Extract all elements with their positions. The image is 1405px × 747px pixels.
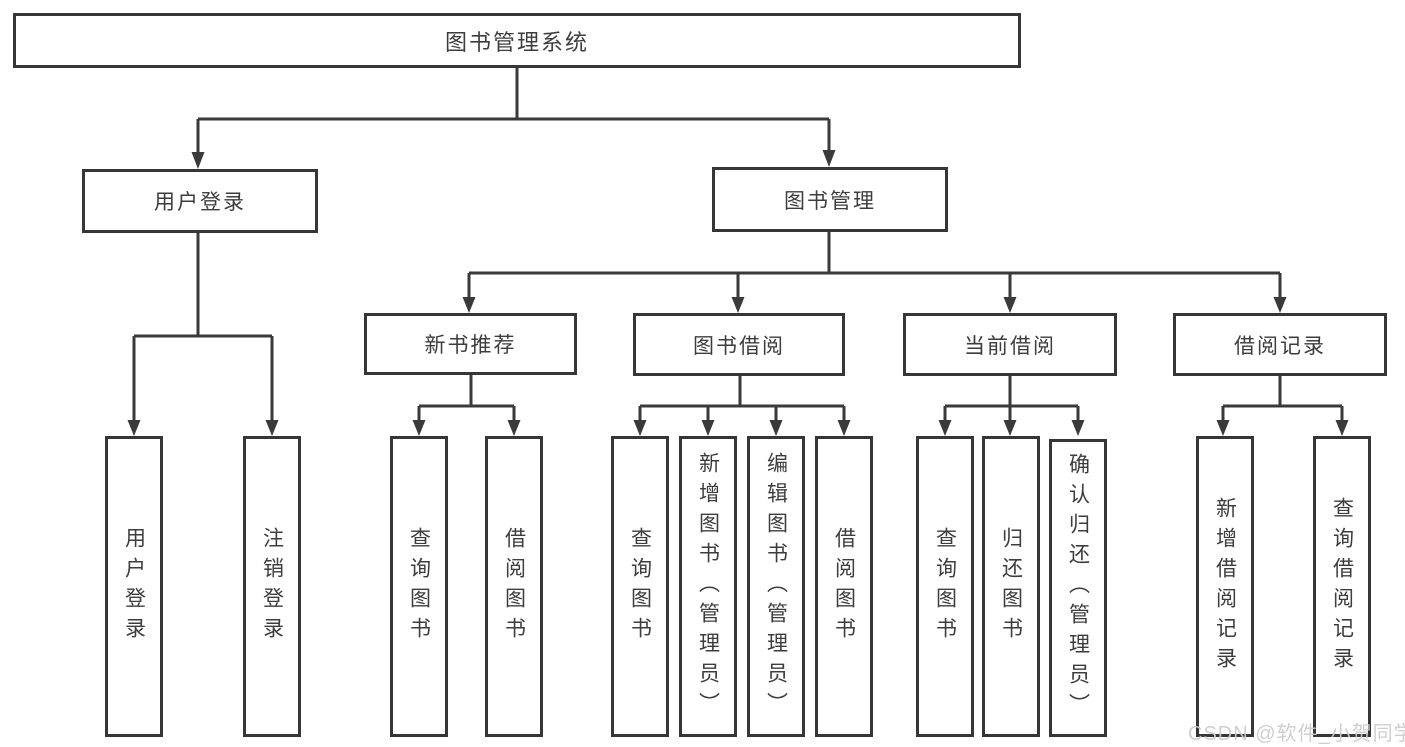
branch-recommend-to-leaves <box>412 375 521 436</box>
node-user-login-label: 用户登录 <box>154 191 246 214</box>
node-library-system: 图书管理系统 <box>13 13 1021 68</box>
leaf-user-login-label: 用户登录 <box>122 526 146 647</box>
node-new-book-recommend-label: 新书推荐 <box>424 334 517 357</box>
node-current-borrow: 当前借阅 <box>903 313 1117 376</box>
leaf-current-confirm-return-admin: 确认归还（管理员） <box>1049 439 1107 737</box>
leaf-logout: 注销登录 <box>243 436 301 737</box>
leaf-borrow-add-books-admin-label: 新增图书（管理员） <box>696 451 720 722</box>
leaf-borrow-query-books-label: 查询图书 <box>628 526 652 647</box>
leaf-records-query-record: 查询借阅记录 <box>1313 436 1371 737</box>
leaf-current-query-books-label: 查询图书 <box>933 526 957 647</box>
node-book-management: 图书管理 <box>712 167 948 232</box>
leaf-recommend-query-books: 查询图书 <box>390 436 448 737</box>
leaf-current-query-books: 查询图书 <box>916 436 974 737</box>
leaf-user-login: 用户登录 <box>105 436 163 737</box>
leaf-recommend-borrow-books: 借阅图书 <box>485 436 543 737</box>
leaf-borrow-edit-books-admin-label: 编辑图书（管理员） <box>764 451 788 722</box>
branch-current-to-leaves <box>938 375 1085 436</box>
node-book-management-label: 图书管理 <box>784 189 876 213</box>
leaf-borrow-borrow-books: 借阅图书 <box>815 436 873 737</box>
leaf-records-add-record: 新增借阅记录 <box>1196 436 1254 737</box>
branch-records-to-leaves <box>1216 375 1349 436</box>
node-new-book-recommend: 新书推荐 <box>364 313 577 375</box>
node-book-borrow: 图书借阅 <box>633 313 845 376</box>
leaf-logout-label: 注销登录 <box>260 526 284 647</box>
leaf-borrow-add-books-admin: 新增图书（管理员） <box>679 436 737 737</box>
leaf-current-return-books: 归还图书 <box>982 436 1040 737</box>
branch-user-login-to-leaves <box>127 233 279 436</box>
node-current-borrow-label: 当前借阅 <box>964 334 1056 358</box>
branch-borrow-to-leaves <box>633 375 851 436</box>
leaf-current-confirm-return-admin-label: 确认归还（管理员） <box>1066 453 1090 723</box>
node-library-system-label: 图书管理系统 <box>444 29 589 55</box>
leaf-borrow-query-books: 查询图书 <box>611 436 669 737</box>
node-book-borrow-label: 图书借阅 <box>693 334 785 358</box>
leaf-recommend-borrow-books-label: 借阅图书 <box>502 526 526 647</box>
branch-root-to-level2 <box>191 68 836 169</box>
leaf-borrow-borrow-books-label: 借阅图书 <box>832 526 856 647</box>
node-user-login: 用户登录 <box>82 169 318 233</box>
leaf-records-query-record-label: 查询借阅记录 <box>1330 496 1354 677</box>
branch-book-mgmt-to-level3 <box>462 232 1287 313</box>
leaf-borrow-edit-books-admin: 编辑图书（管理员） <box>747 436 805 737</box>
watermark: CSDN @软件_小贺同学 <box>1188 723 1405 745</box>
node-borrow-records: 借阅记录 <box>1173 313 1387 376</box>
node-borrow-records-label: 借阅记录 <box>1234 334 1326 358</box>
leaf-recommend-query-books-label: 查询图书 <box>407 526 431 647</box>
leaf-records-add-record-label: 新增借阅记录 <box>1213 496 1237 677</box>
leaf-current-return-books-label: 归还图书 <box>999 526 1023 647</box>
